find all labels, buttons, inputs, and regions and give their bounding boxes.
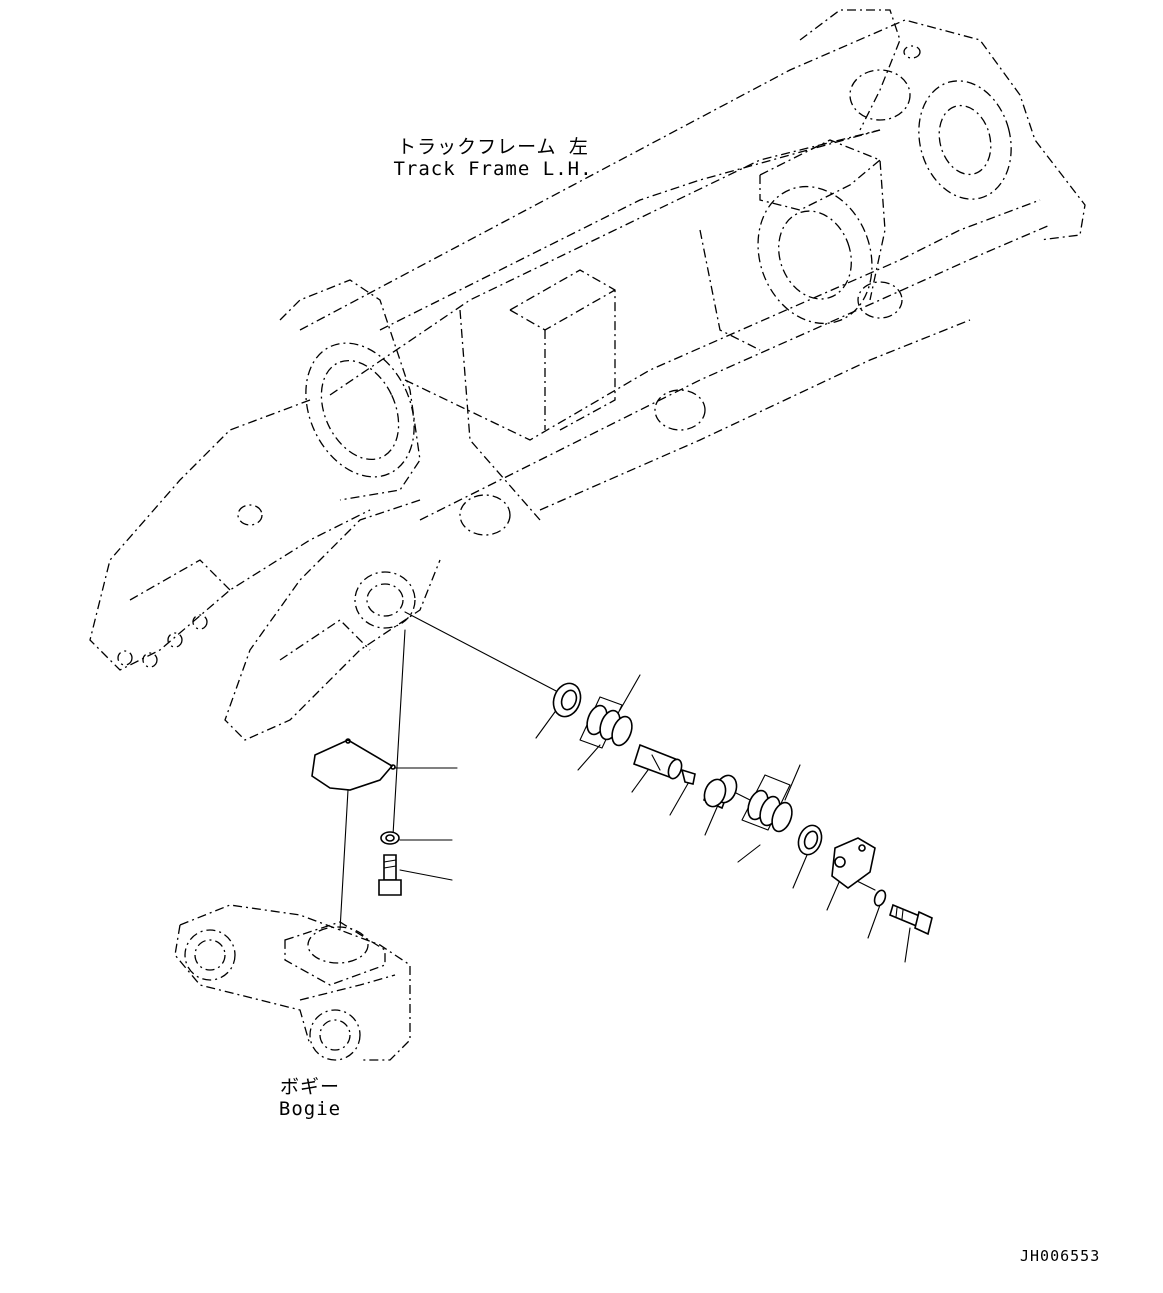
- track-frame-label-en: Track Frame L.H.: [393, 158, 593, 180]
- plug: [680, 768, 696, 785]
- cap-cover: [311, 738, 396, 791]
- cover-plate: [831, 837, 876, 889]
- bogie-drawing: [174, 904, 411, 1061]
- bolt-right: [889, 903, 933, 936]
- track-frame-label: トラックフレーム 左 Track Frame L.H.: [378, 136, 608, 180]
- bogie-label-en: Bogie: [278, 1098, 342, 1120]
- o-ring-pair-1: [579, 696, 633, 749]
- drawing-id: JH006553: [1020, 1247, 1101, 1265]
- pin: [633, 743, 683, 780]
- washer-left: [380, 831, 400, 845]
- washer-right: [873, 889, 887, 907]
- seal-ring-outer: [552, 682, 582, 718]
- seal-ring-inner: [797, 824, 823, 856]
- track-frame-label-jp: トラックフレーム 左: [397, 136, 589, 158]
- bogie-label-jp: ボギー: [279, 1076, 340, 1098]
- track-frame-drawing: [89, 9, 1086, 741]
- bolt-left: [378, 854, 402, 896]
- bushing: [702, 774, 738, 810]
- leader-lines: [339, 611, 911, 963]
- bogie-label: ボギー Bogie: [250, 1076, 370, 1120]
- o-ring-pair-2: [741, 774, 793, 833]
